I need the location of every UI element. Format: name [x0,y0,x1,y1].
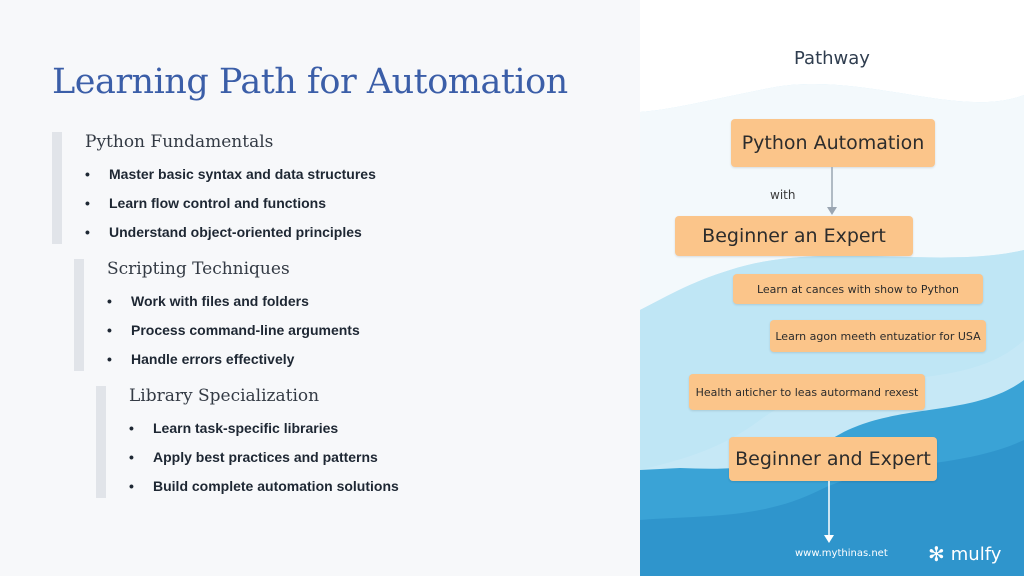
box-step-1: Learn at cances with show to Python [733,274,983,304]
arrow-down-icon [827,167,837,215]
bullet-list: •Learn task-specific libraries •Apply be… [129,420,399,507]
list-item: •Handle errors effectively [107,351,295,367]
list-item: •Apply best practices and patterns [129,449,378,465]
bullet-icon: • [107,293,112,309]
box-step-2: Learn agon meeth entuzatior for USA [770,320,986,352]
with-label: with [770,188,796,202]
bullet-list: •Master basic syntax and data structures… [85,166,376,253]
panel-title-line1: Two Python Automation [725,22,939,43]
box-step-3: Health aıticher to leas autormand rexest [689,374,925,410]
box-python-automation: Python Automation [731,119,935,167]
list-item: •Work with files and folders [107,293,309,309]
section-heading: Scripting Techniques [107,259,290,279]
slide-content: Learning Path for Automation Python Fund… [52,62,569,507]
bullet-icon: • [85,166,90,182]
panel-title-line2: Pathway [794,48,870,69]
list-item: •Learn flow control and functions [85,195,326,211]
bullet-icon: • [129,449,134,465]
box-beginner-an-expert: Beginner an Expert [675,216,913,256]
box-beginner-and-expert: Beginner and Expert [729,437,937,481]
section-accent-bar [74,259,84,371]
arrow-down-icon [824,481,834,543]
section-accent-bar [52,132,62,244]
list-item: •Build complete automation solutions [129,478,399,494]
bullet-icon: • [85,195,90,211]
pathway-infographic: Two Python Automation Pathway Python Aut… [640,0,1024,576]
list-item: •Learn task-specific libraries [129,420,339,436]
footer-url: www.mythinas.net [795,548,888,559]
section-heading: Python Fundamentals [85,132,274,152]
section-accent-bar [96,386,106,498]
section-heading: Library Specialization [129,386,320,406]
slide-title: Learning Path for Automation [52,62,568,102]
list-item: •Master basic syntax and data structures [85,166,376,182]
bullet-icon: • [85,224,90,240]
brand-name: mulfy [950,543,1002,565]
brand-logo: ✻ mulfy [928,542,1001,566]
asterisk-icon: ✻ [928,542,945,566]
bullet-list: •Work with files and folders •Process co… [107,293,360,380]
list-item: •Process command-line arguments [107,322,360,338]
bullet-icon: • [129,478,134,494]
bullet-icon: • [107,351,112,367]
bullet-icon: • [107,322,112,338]
bullet-icon: • [129,420,134,436]
list-item: •Understand object-oriented principles [85,224,362,240]
